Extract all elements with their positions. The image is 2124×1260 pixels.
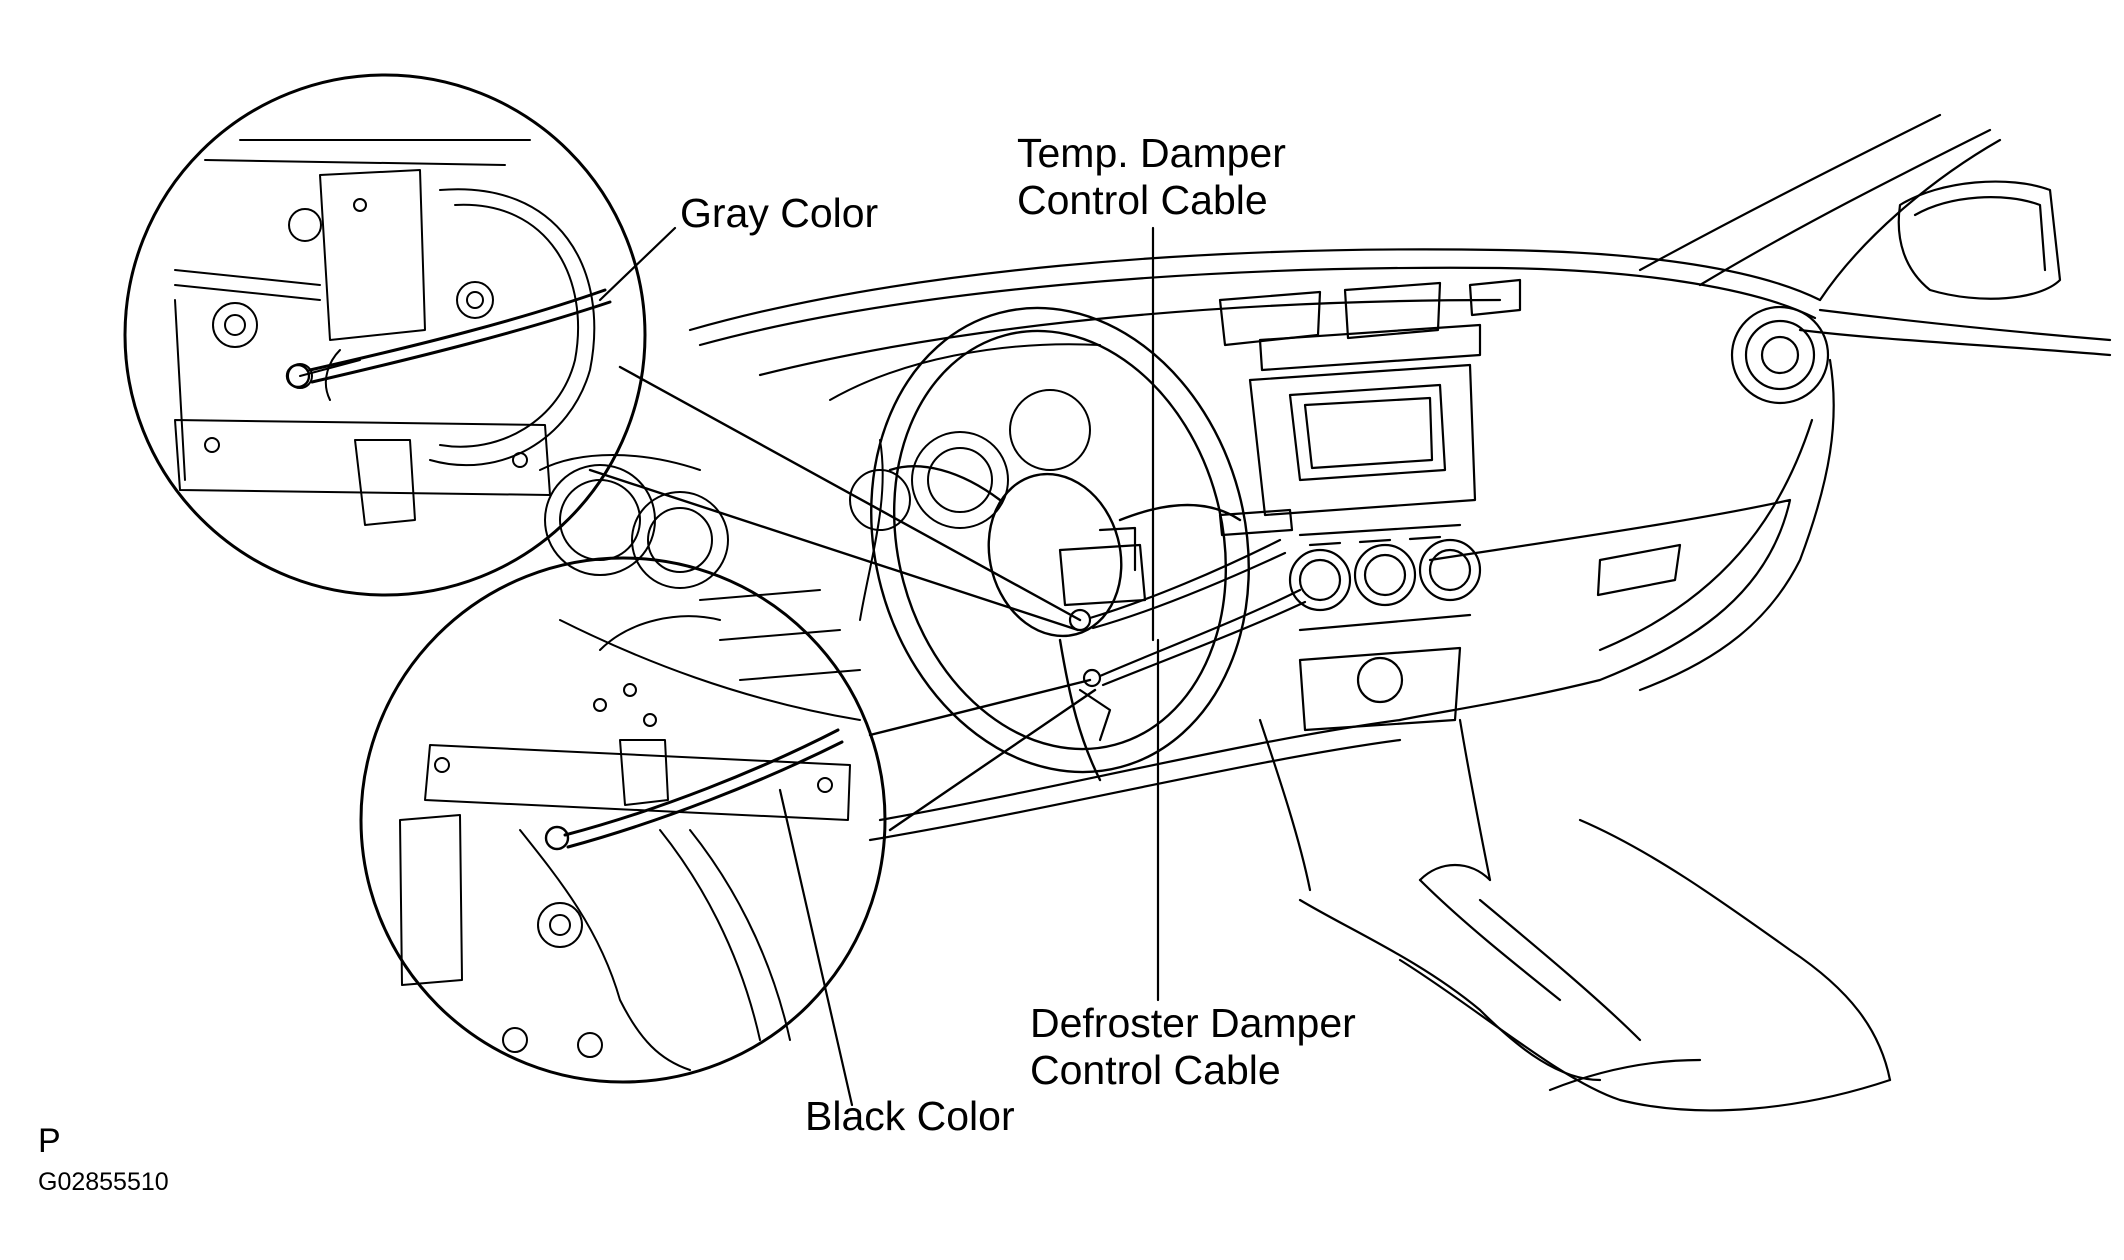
leader-gray-color: [598, 226, 677, 302]
center-console: [1298, 818, 1892, 1112]
leader-lines: [598, 226, 1160, 1107]
leader-black-color: [778, 788, 854, 1107]
detail-circle-black: [359, 556, 1097, 1084]
left-dash-area: [539, 439, 884, 721]
label-defroster-damper-line1: Defroster Damper: [1030, 1000, 1356, 1046]
steering-wheel: [870, 306, 1250, 782]
instrument-cluster: [829, 343, 1101, 531]
dashboard-outline: [688, 113, 2112, 842]
label-gray-color: Gray Color: [680, 190, 879, 236]
corner-letter: P: [38, 1122, 61, 1160]
label-temp-damper-line1: Temp. Damper: [1017, 130, 1286, 176]
label-defroster-damper-line2: Control Cable: [1030, 1047, 1281, 1093]
center-stack: [1218, 278, 1522, 892]
column-cables: [1058, 508, 1307, 742]
detail-circle-gray: [123, 73, 1082, 632]
label-temp-damper-line2: Control Cable: [1017, 177, 1268, 223]
label-black-color: Black Color: [805, 1093, 1015, 1139]
figure-code: G02855510: [38, 1168, 169, 1196]
